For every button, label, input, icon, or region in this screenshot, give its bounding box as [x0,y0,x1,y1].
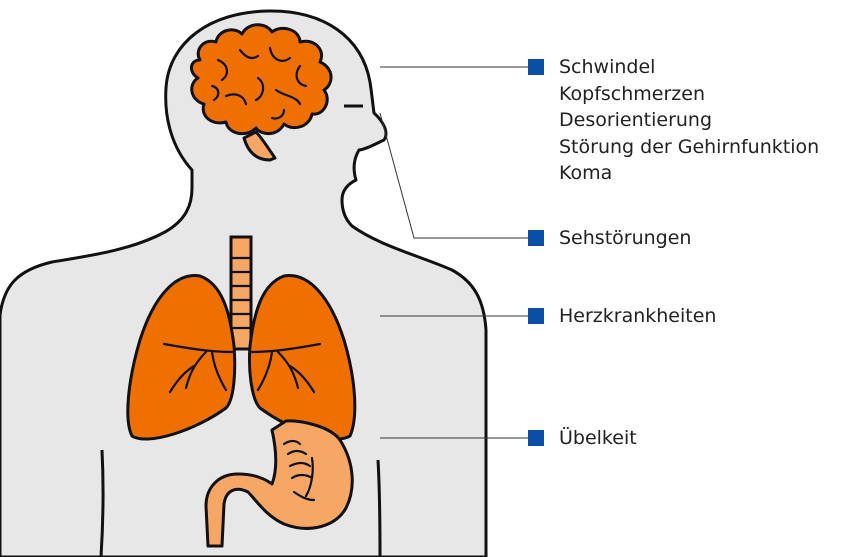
legend-marker [528,308,544,324]
symptom-label: Übelkeit [559,425,637,452]
legend-marker [528,230,544,246]
symptom-label: Schwindel [559,54,819,81]
legend-marker [528,59,544,75]
leader-line-eye [380,113,528,238]
symptom-label: Störung der Gehirnfunktion [559,134,819,161]
symptom-label: Sehstörungen [559,225,691,252]
trachea-organ [231,237,251,349]
legend-marker [528,430,544,446]
symptom-label: Desorientierung [559,107,819,134]
symptom-label: Herzkrankheiten [559,303,716,330]
symptom-label: Koma [559,160,819,187]
symptom-label: Kopfschmerzen [559,81,819,108]
